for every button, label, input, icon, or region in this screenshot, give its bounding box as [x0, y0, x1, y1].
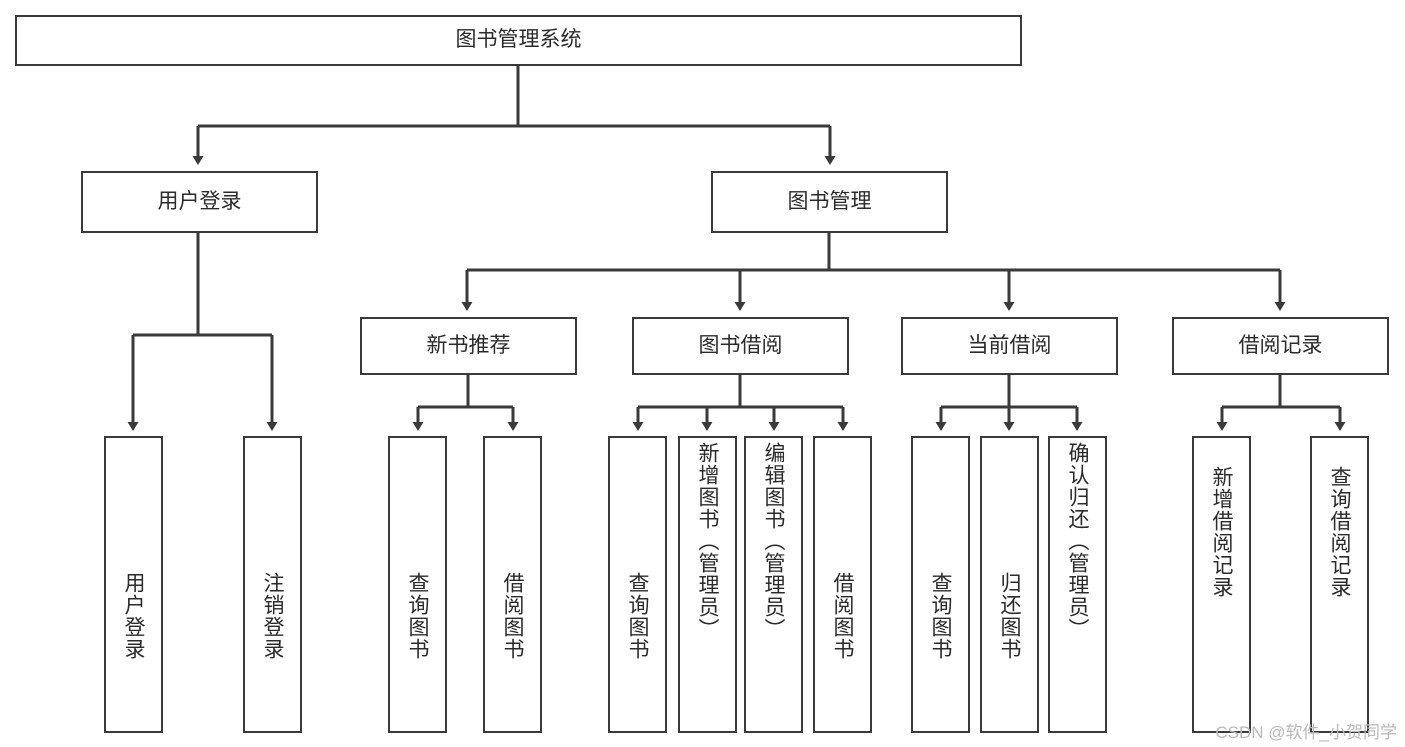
- node-leaf-query-record-label: 查询借阅记录: [1328, 466, 1351, 598]
- node-borrow-record[interactable]: 借阅记录: [1172, 317, 1389, 375]
- node-leaf-borrow-book-1-label: 借阅图书: [501, 572, 524, 660]
- node-leaf-add-book[interactable]: 新增图书（管理员）: [678, 436, 737, 733]
- node-current-borrow[interactable]: 当前借阅: [901, 317, 1118, 375]
- node-leaf-logout[interactable]: 注销登录: [243, 436, 302, 733]
- node-borrow-record-label: 借阅记录: [1238, 333, 1323, 357]
- node-book-manage[interactable]: 图书管理: [711, 171, 948, 233]
- node-leaf-user-login-label: 用户登录: [122, 572, 145, 660]
- node-leaf-confirm-return[interactable]: 确认归还（管理员）: [1048, 436, 1107, 733]
- node-user-login[interactable]: 用户登录: [81, 171, 318, 233]
- node-leaf-add-book-label: 新增图书（管理员）: [696, 442, 719, 640]
- node-leaf-query-book-1-label: 查询图书: [406, 572, 429, 660]
- node-root[interactable]: 图书管理系统: [15, 15, 1022, 66]
- node-new-book-rec-label: 新书推荐: [426, 333, 511, 357]
- node-leaf-query-book-2[interactable]: 查询图书: [608, 436, 667, 733]
- node-leaf-borrow-book-1[interactable]: 借阅图书: [483, 436, 542, 733]
- node-leaf-return-book-label: 归还图书: [998, 572, 1021, 660]
- node-leaf-add-record-label: 新增借阅记录: [1210, 466, 1233, 598]
- node-current-borrow-label: 当前借阅: [967, 333, 1052, 357]
- node-leaf-query-record[interactable]: 查询借阅记录: [1310, 436, 1369, 733]
- node-leaf-edit-book[interactable]: 编辑图书（管理员）: [744, 436, 803, 733]
- node-leaf-query-book-1[interactable]: 查询图书: [388, 436, 447, 733]
- node-leaf-query-book-3-label: 查询图书: [929, 572, 952, 660]
- node-leaf-user-login[interactable]: 用户登录: [104, 436, 163, 733]
- node-leaf-borrow-book-2[interactable]: 借阅图书: [813, 436, 872, 733]
- node-leaf-edit-book-label: 编辑图书（管理员）: [762, 442, 785, 640]
- node-new-book-rec[interactable]: 新书推荐: [360, 317, 577, 375]
- node-leaf-logout-label: 注销登录: [261, 572, 284, 660]
- node-leaf-borrow-book-2-label: 借阅图书: [831, 572, 854, 660]
- node-leaf-add-record[interactable]: 新增借阅记录: [1192, 436, 1251, 733]
- node-book-borrow-label: 图书借阅: [698, 333, 783, 357]
- watermark-text: CSDN @软件_小贺同学: [1215, 723, 1397, 742]
- node-leaf-query-book-2-label: 查询图书: [626, 572, 649, 660]
- node-user-login-label: 用户登录: [157, 189, 242, 213]
- node-leaf-confirm-return-label: 确认归还（管理员）: [1066, 442, 1089, 640]
- node-book-borrow[interactable]: 图书借阅: [632, 317, 849, 375]
- node-root-label: 图书管理系统: [455, 28, 582, 52]
- node-book-manage-label: 图书管理: [787, 189, 872, 213]
- node-leaf-query-book-3[interactable]: 查询图书: [911, 436, 970, 733]
- node-leaf-return-book[interactable]: 归还图书: [980, 436, 1039, 733]
